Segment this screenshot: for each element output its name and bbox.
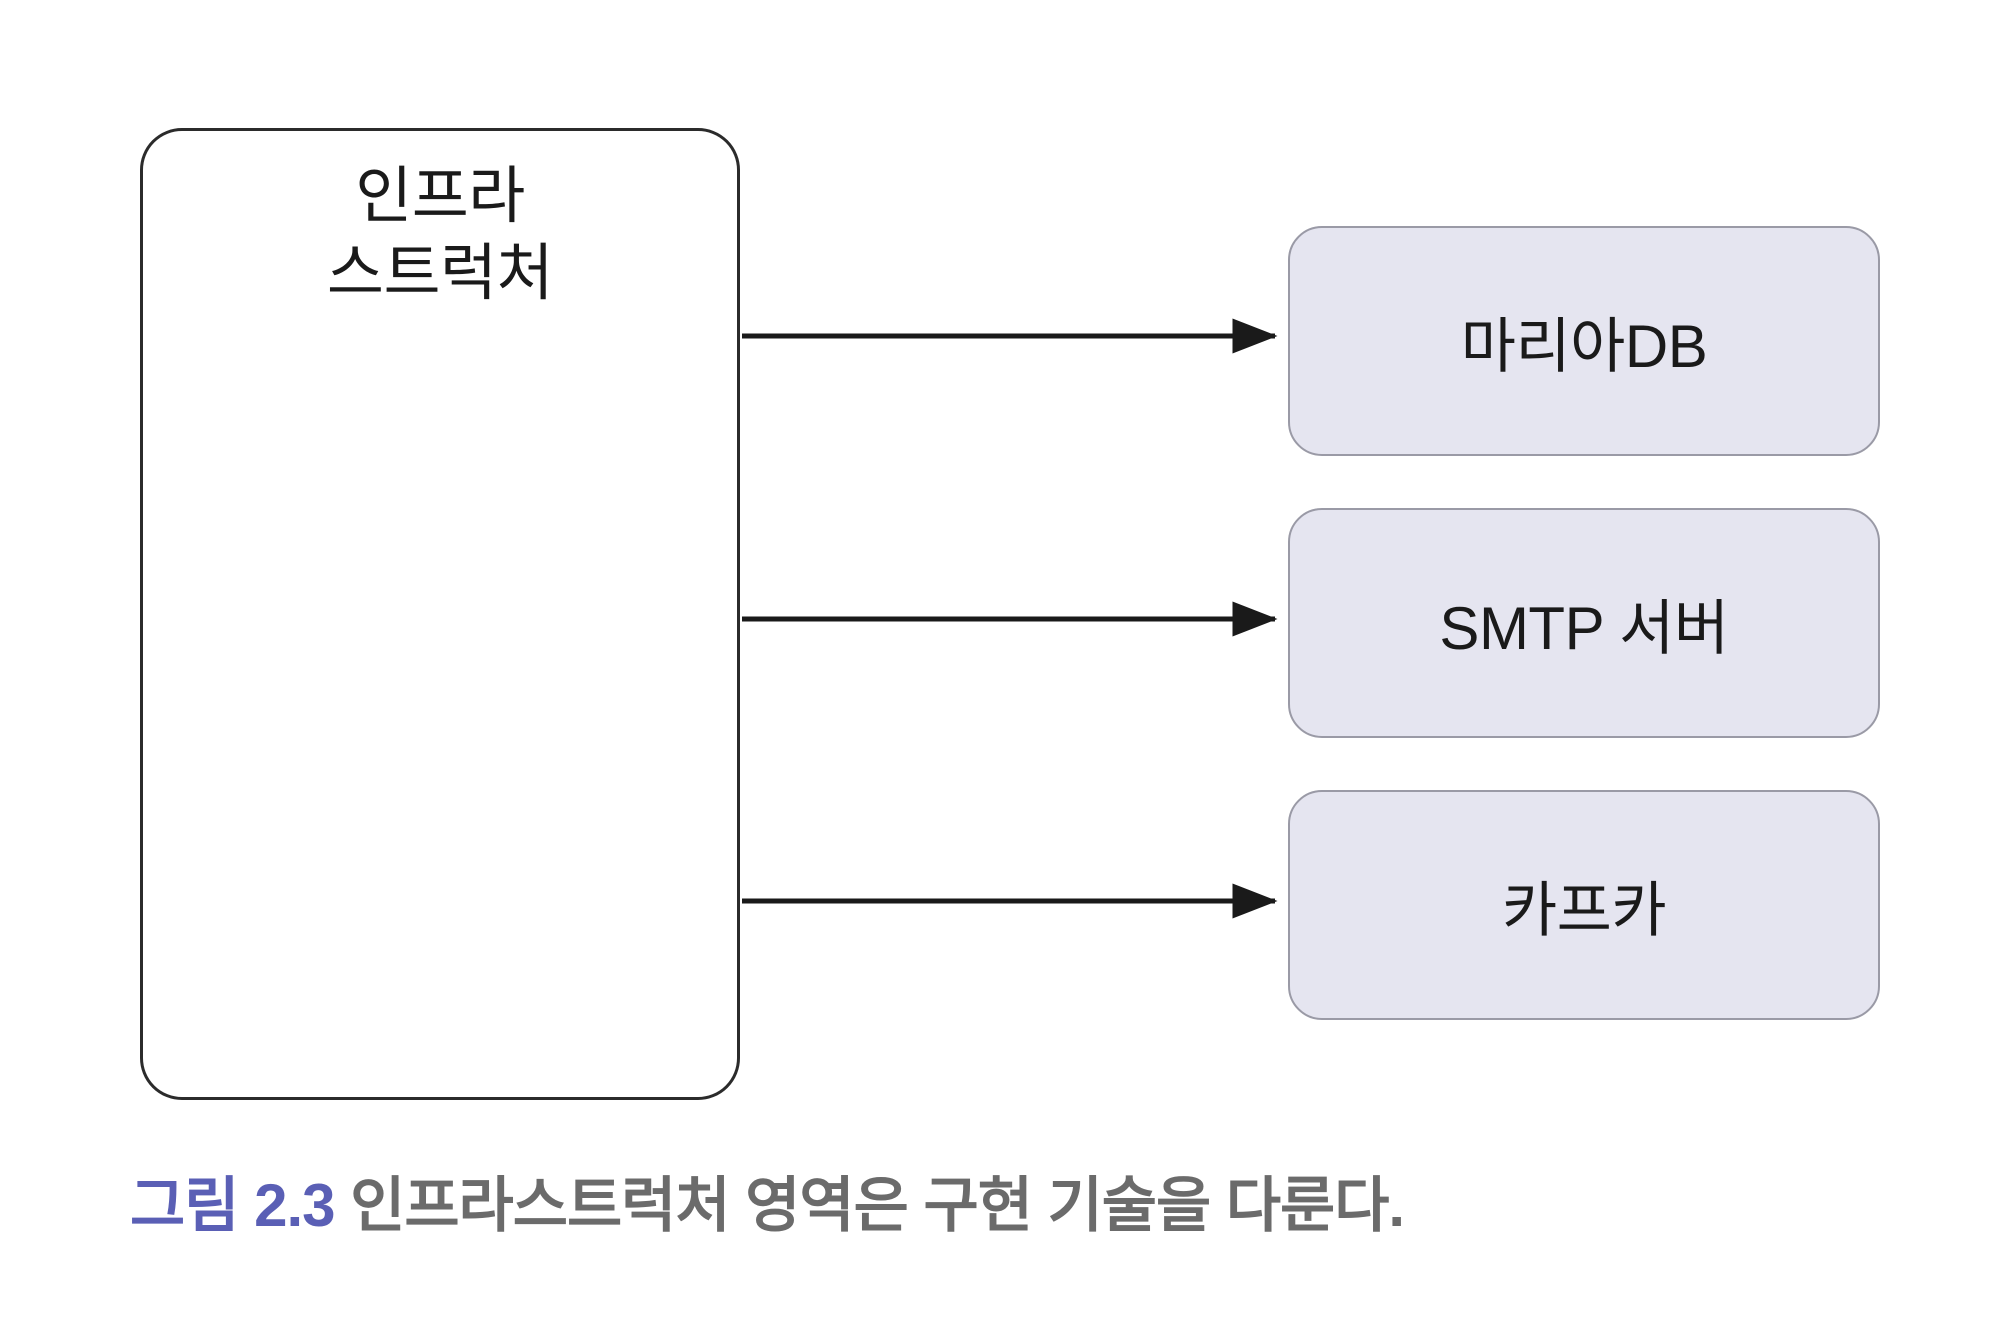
figure-caption-text: 인프라스트럭처 영역은 구현 기술을 다룬다. — [334, 1172, 1405, 1239]
component-box-kafka[interactable]: 카프카 — [1288, 790, 1880, 1020]
infrastructure-container-box: 인프라 스트럭처 — [140, 128, 740, 1100]
diagram-canvas: 인프라 스트럭처 마리아DB SMTP 서버 카프카 — [140, 128, 1880, 1100]
component-label-smtp-server: SMTP 서버 — [1439, 594, 1729, 662]
component-label-kafka: 카프카 — [1501, 876, 1667, 944]
figure-caption: 그림 2.3 인프라스트럭처 영역은 구현 기술을 다룬다. — [130, 1168, 1930, 1243]
infrastructure-container-label: 인프라 스트럭처 — [326, 162, 554, 308]
figure-caption-number: 그림 2.3 — [130, 1172, 335, 1239]
component-label-mariadb: 마리아DB — [1460, 312, 1708, 380]
component-box-smtp-server[interactable]: SMTP 서버 — [1288, 508, 1880, 738]
component-box-mariadb[interactable]: 마리아DB — [1288, 226, 1880, 456]
